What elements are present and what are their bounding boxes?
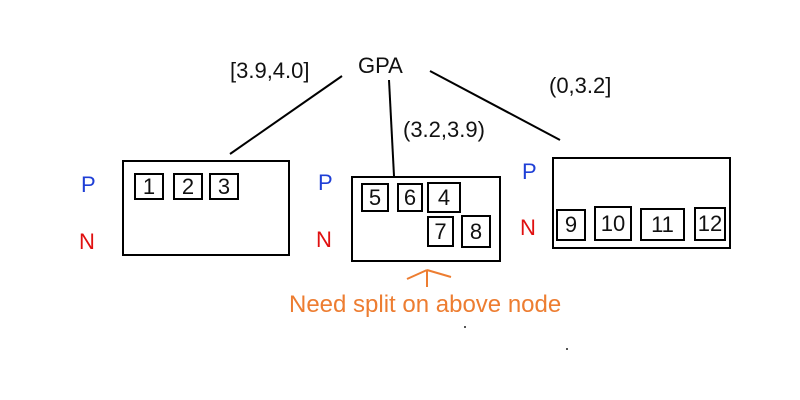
- record-box: 11: [640, 208, 685, 241]
- record-box: 7: [427, 216, 454, 247]
- branch-label-middle: (3.2,3.9): [403, 117, 485, 142]
- record-box: 6: [397, 183, 423, 212]
- class-label-negative: N: [520, 215, 536, 240]
- record-box: 10: [594, 206, 632, 241]
- edge-root-middle: [388, 79, 395, 177]
- edge-root-left: [229, 75, 343, 155]
- branch-label-left: [3.9,4.0]: [230, 58, 310, 83]
- record-box: 4: [427, 182, 461, 213]
- record-box: 2: [173, 173, 203, 200]
- record-box: 8: [461, 215, 491, 248]
- up-arrow-icon: [406, 269, 452, 287]
- class-label-negative: N: [79, 229, 95, 254]
- record-box: 3: [209, 173, 239, 200]
- stray-dot: [566, 348, 568, 350]
- class-label-negative: N: [316, 227, 332, 252]
- root-label: GPA: [358, 53, 403, 78]
- class-label-positive: P: [318, 170, 333, 195]
- annotation-text: Need split on above node: [289, 291, 562, 318]
- class-label-positive: P: [81, 172, 96, 197]
- record-box: 1: [134, 173, 164, 200]
- edge-root-right: [429, 70, 561, 141]
- record-box: 12: [694, 207, 726, 241]
- branch-label-right: (0,3.2]: [549, 73, 612, 98]
- record-box: 5: [361, 183, 389, 212]
- class-label-positive: P: [522, 159, 537, 184]
- record-box: 9: [556, 209, 586, 241]
- stray-dot: [464, 326, 466, 328]
